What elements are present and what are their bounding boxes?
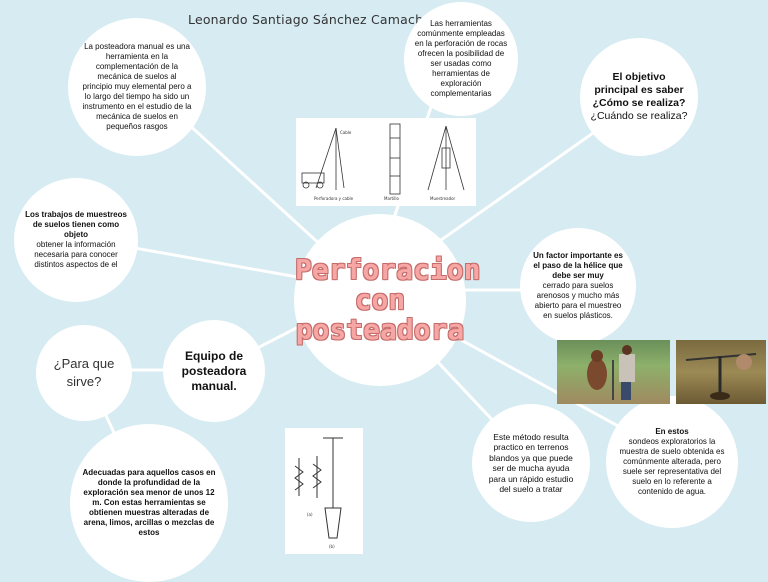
equipo-node: Equipo de posteadora manual. [163, 320, 265, 422]
objetivo-node: El objetivo principal es saber ¿Cómo se … [580, 38, 698, 156]
metodo-node: Este método resulta practico en terrenos… [472, 404, 590, 522]
field-photo-auger [676, 340, 766, 404]
fig4-label: Muestreador [430, 196, 456, 201]
factor-bold-text: Un factor importante es el paso de la hé… [533, 251, 623, 280]
trabajos-node: Los trabajos de muestreos de suelos tien… [14, 178, 138, 302]
center-topic: Perforacion con posteadora [294, 214, 481, 386]
para-que-node: ¿Para que sirve? [36, 325, 132, 421]
drilling-equipment-drawing: Perforadora y cable Martillo Cable Muest… [296, 118, 476, 206]
factor-text: cerrado para suelos arenosos y mucho más… [534, 281, 622, 320]
factor-node: Un factor importante es el paso de la hé… [520, 228, 636, 344]
metodo-text: Este método resulta practico en terrenos… [488, 431, 574, 495]
intro-node: La posteadora manual es una herramienta … [68, 18, 206, 156]
drawing-svg: Perforadora y cable Martillo Cable Muest… [301, 123, 465, 201]
fig2-label: Martillo [384, 196, 399, 201]
equipo-text: Equipo de posteadora manual. [181, 348, 247, 393]
estos-text: sondeos exploratorios la muestra de suel… [619, 437, 725, 496]
caption-a: (a) [307, 512, 313, 517]
intro-text: La posteadora manual es una herramienta … [82, 42, 192, 131]
trabajos-bold-text: Los trabajos de muestreos de suelos tien… [25, 210, 127, 239]
estos-node: En estos sondeos exploratorios la muestr… [606, 396, 738, 528]
estos-bold-text: En estos [655, 427, 689, 436]
para-que-text: ¿Para que sirve? [53, 356, 115, 389]
objetivo-question-2: ¿Cuándo se realiza? [590, 110, 688, 122]
auger-drawing: (a) (b) [285, 428, 363, 554]
herramientas-text: Las herramientas comúnmente empleadas en… [414, 19, 508, 98]
auger-svg: (a) (b) [294, 437, 343, 549]
caption-b: (b) [329, 544, 335, 549]
adecuadas-text: Adecuadas para aquellos casos en donde l… [82, 468, 216, 537]
field-photo-workers [557, 340, 670, 404]
herramientas-node: Las herramientas comúnmente empleadas en… [404, 2, 518, 116]
trabajos-text: obtener la información necesaria para co… [34, 240, 118, 269]
adecuadas-node: Adecuadas para aquellos casos en donde l… [70, 424, 228, 582]
fig3-label: Cable [340, 130, 352, 135]
fig1-label: Perforadora y cable [314, 196, 354, 201]
author-name: Leonardo Santiago Sánchez Camacho [188, 12, 432, 27]
center-title: Perforacion con posteadora [295, 253, 481, 346]
objetivo-question-1: El objetivo principal es saber ¿Cómo se … [592, 71, 686, 109]
